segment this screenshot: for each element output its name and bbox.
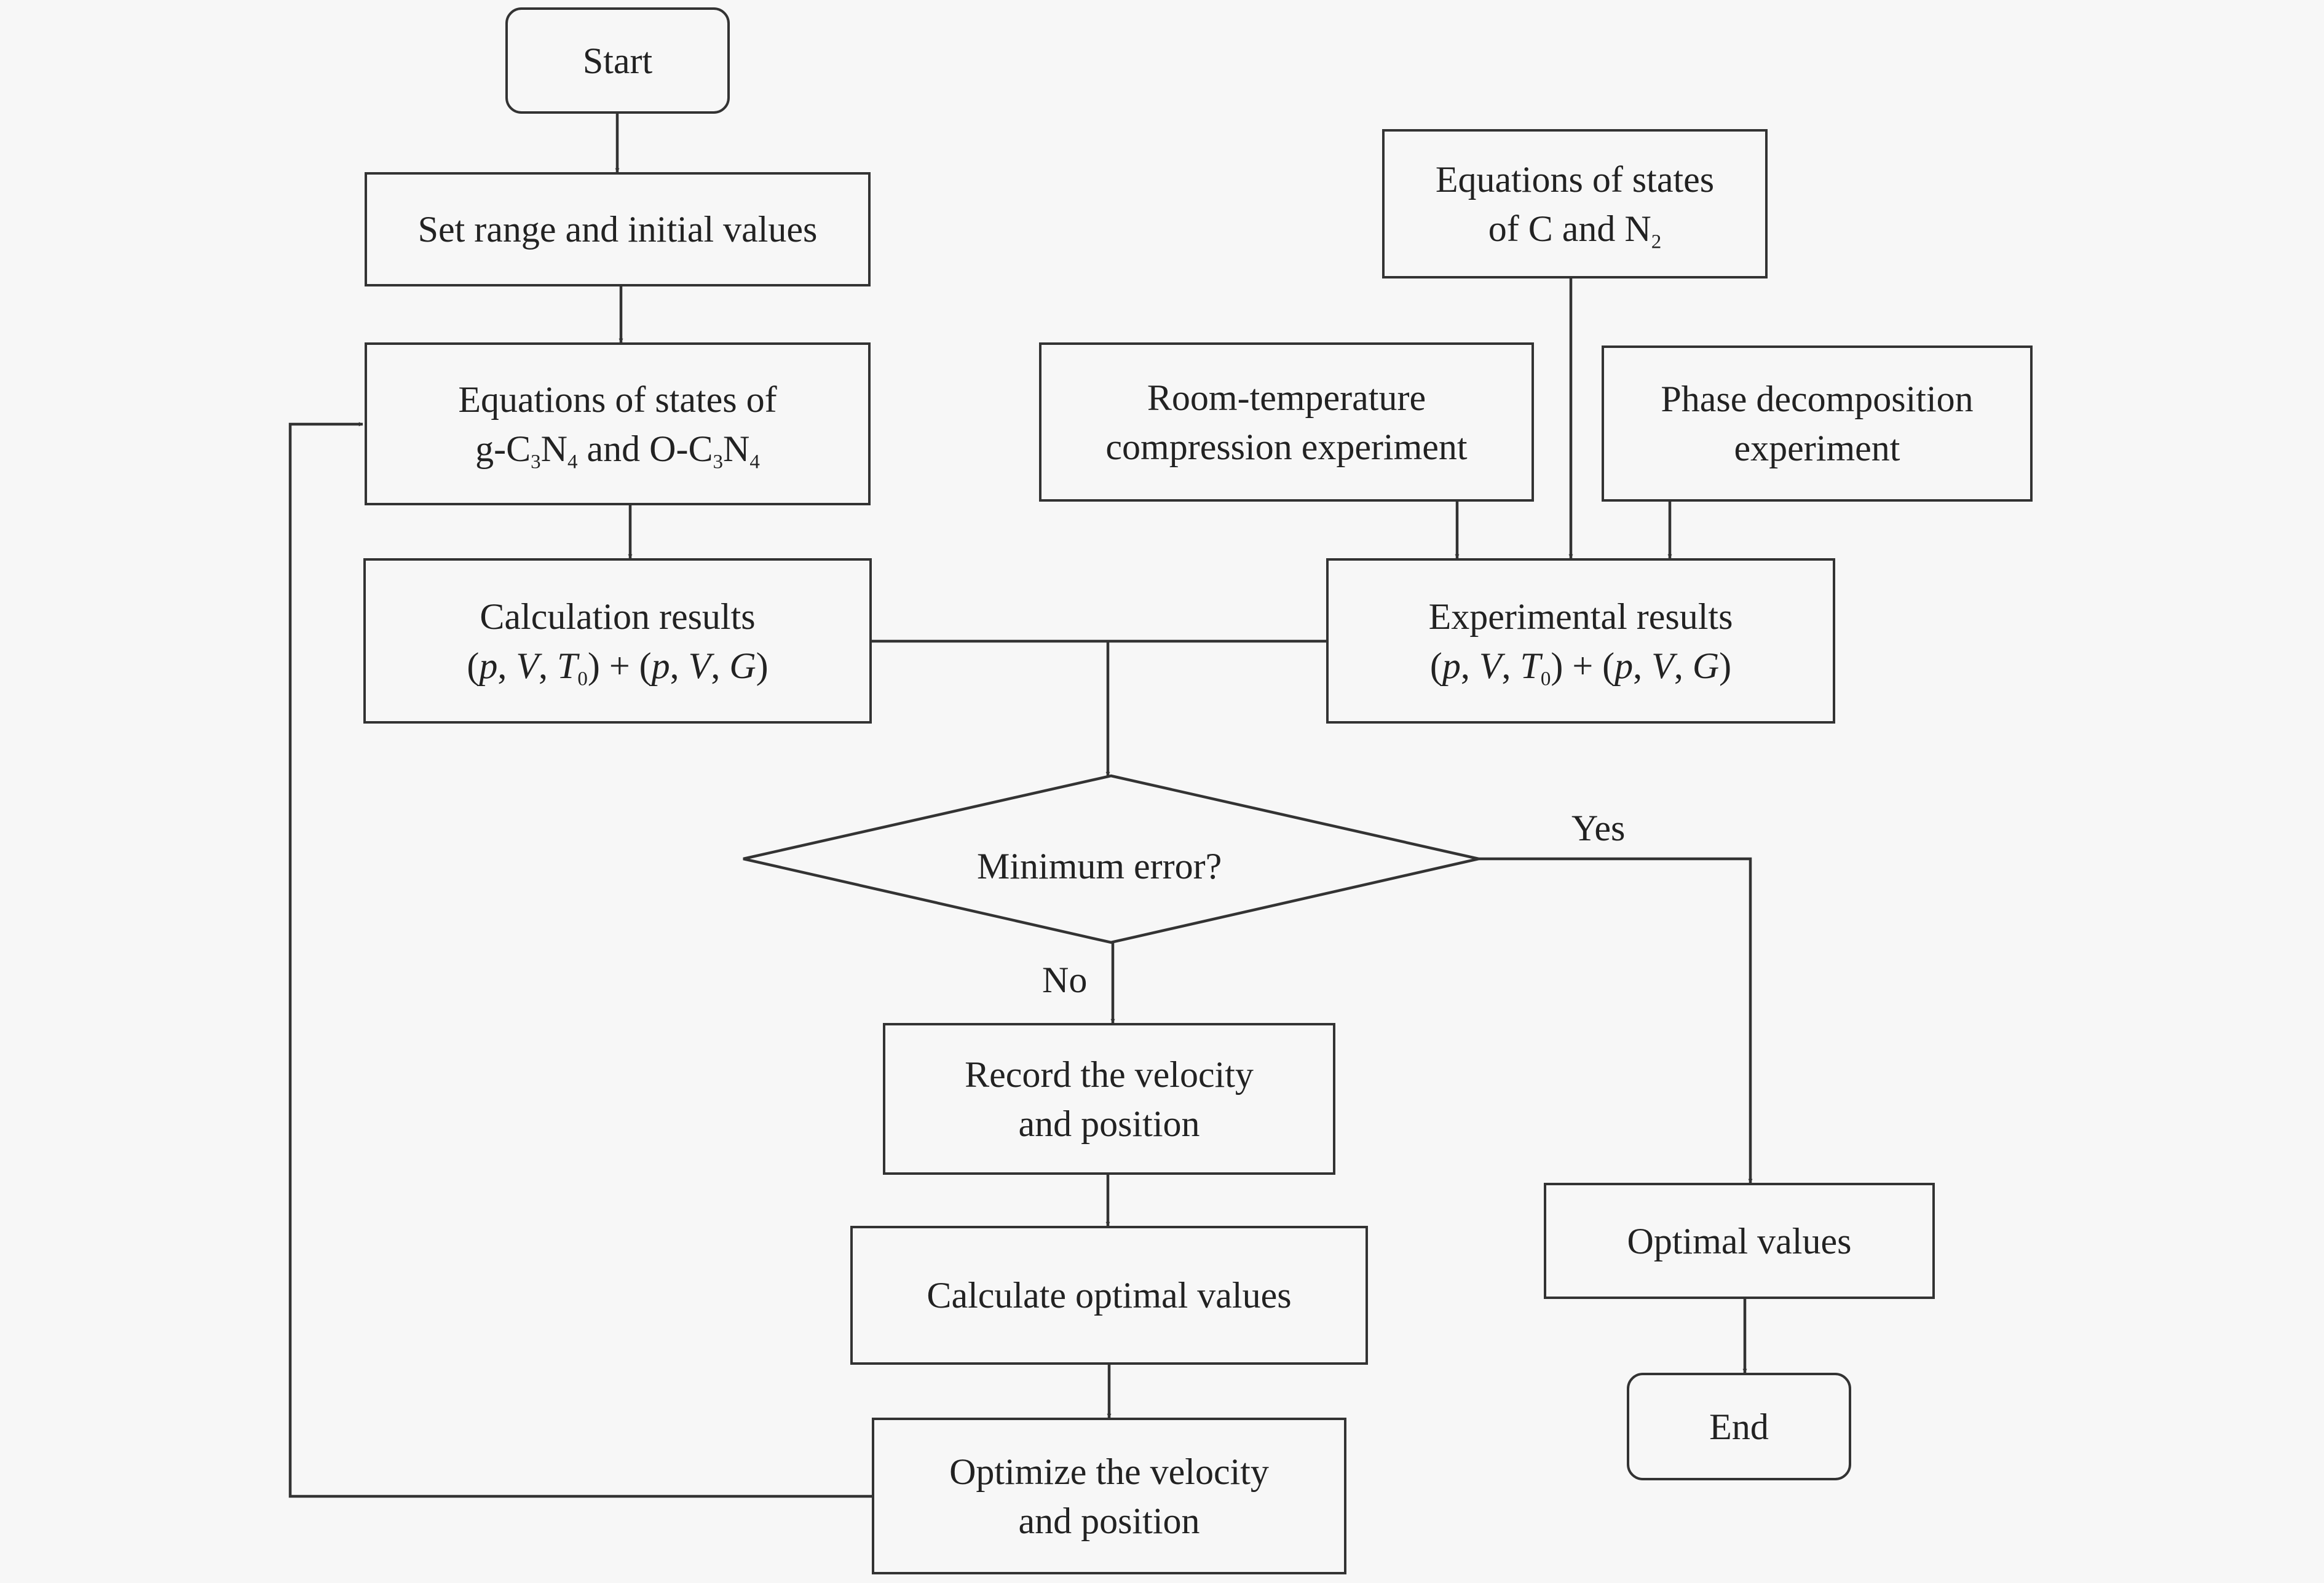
room-temp-line2: compression experiment (1105, 426, 1468, 467)
start-label: Start (582, 40, 653, 81)
set-range-label: Set range and initial values (417, 209, 818, 250)
optimize-node: Optimize the velocity and position (872, 1418, 1346, 1574)
room-temp-node: Room-temperature compression experiment (1039, 342, 1534, 502)
set-range-node: Set range and initial values (365, 172, 871, 286)
calc-results-line2: (p, V, T0) + (p, V, G) (467, 645, 769, 690)
phase-decomp-line2: experiment (1734, 428, 1900, 468)
calc-optimal-node: Calculate optimal values (850, 1226, 1368, 1365)
arrow-loop-back-to-eos (288, 422, 872, 1498)
calc-results-line1: Calculation results (480, 596, 756, 637)
calc-results-node: Calculation results (p, V, T0) + (p, V, … (363, 558, 872, 724)
eos-c-n2-line2: of C and N2 (1488, 208, 1662, 253)
eos-c-n2-line1: Equations of states (1435, 159, 1715, 200)
record-line1: Record the velocity (965, 1054, 1254, 1095)
phase-decomp-line1: Phase decomposition (1661, 379, 1974, 419)
end-node: End (1627, 1373, 1851, 1480)
decision-diamond (743, 774, 1479, 944)
no-label: No (1042, 960, 1088, 1000)
record-line2: and position (1018, 1103, 1200, 1144)
room-temp-line1: Room-temperature (1147, 377, 1426, 418)
eos-c3n4-node: Equations of states of g-C3N4 and O-C3N4 (365, 342, 871, 505)
calc-optimal-label: Calculate optimal values (927, 1275, 1292, 1316)
optimize-line1: Optimize the velocity (949, 1451, 1269, 1492)
optimal-values-node: Optimal values (1544, 1183, 1935, 1299)
eos-c3n4-line2: g-C3N4 and O-C3N4 (475, 428, 760, 473)
eos-c-n2-node: Equations of states of C and N2 (1382, 129, 1768, 278)
record-node: Record the velocity and position (883, 1023, 1335, 1175)
eos-c3n4-line1: Equations of states of (458, 379, 777, 420)
yes-label: Yes (1571, 808, 1626, 848)
start-node: Start (505, 7, 730, 114)
optimal-values-label: Optimal values (1627, 1220, 1852, 1261)
exp-results-node: Experimental results (p, V, T0) + (p, V,… (1326, 558, 1835, 724)
exp-results-line1: Experimental results (1428, 596, 1733, 637)
phase-decomp-node: Phase decomposition experiment (1602, 345, 2033, 502)
end-label: End (1709, 1406, 1769, 1447)
arrow-yes-to-optimal (1479, 857, 1753, 1183)
decision-label: Minimum error? (977, 846, 1222, 886)
exp-results-line2: (p, V, T0) + (p, V, G) (1429, 645, 1732, 690)
optimize-line2: and position (1018, 1500, 1200, 1541)
